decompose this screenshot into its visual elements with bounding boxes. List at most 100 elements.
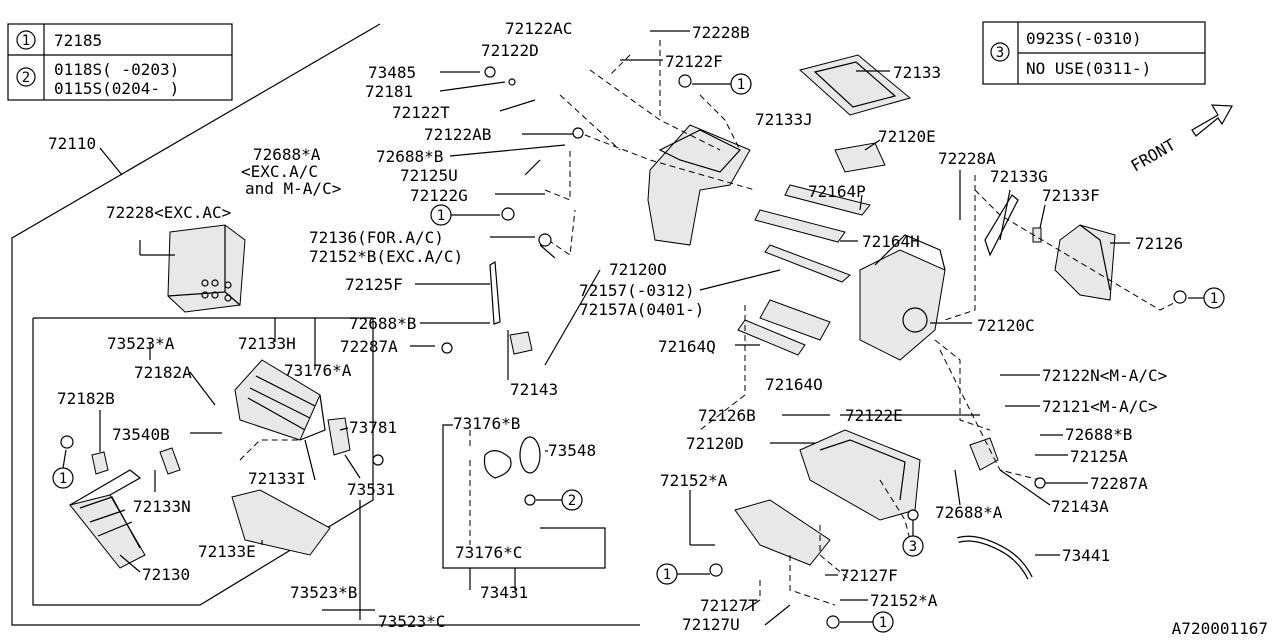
- part-label-72688B_r: 72688*B: [1065, 425, 1132, 444]
- upper-housing-72120O: [647, 124, 751, 246]
- part-label-72120C: 72120C: [977, 316, 1035, 335]
- seal-72164Q: [737, 319, 806, 356]
- part-label-72287A_r: 72287A: [1090, 474, 1148, 493]
- front-arrow-icon: [1191, 104, 1233, 137]
- part-label-72228A: 72228A: [938, 149, 996, 168]
- duct-72126: [1054, 224, 1116, 301]
- callout-1-e-text: 1: [663, 567, 671, 583]
- part-label-72688A_r: 72688*A: [935, 503, 1003, 522]
- diagram-code: A720001167: [1172, 619, 1268, 638]
- front-label: FRONT: [1128, 135, 1180, 176]
- fasteners: [60, 66, 1187, 629]
- legend-right: 3 0923S(-0310) NO USE(0311-): [982, 21, 1206, 85]
- legend-callout-1: [16, 30, 36, 50]
- heater-core-72130: [69, 469, 146, 569]
- clip-72133N: [159, 447, 181, 475]
- part-label-72688B_mid: 72688*B: [349, 314, 416, 333]
- bracket-72143A: [969, 437, 999, 471]
- legend-left: 1 72185 2 0118S( -0203) 0115S(0204- ): [7, 23, 233, 101]
- part-label-72152B: 72152*B(EXC.A/C): [309, 247, 463, 266]
- part-label-72152A_top: 72152*A: [660, 471, 728, 490]
- filter-72120E: [834, 142, 886, 173]
- legend-num-2: 2: [22, 70, 30, 86]
- callout-1-d-text: 1: [59, 471, 67, 487]
- part-label-73531: 73531: [347, 480, 395, 499]
- legend-text-2b: 0115S(0204- ): [54, 79, 179, 98]
- part-label-73781: 73781: [349, 418, 397, 437]
- part-label-72127U: 72127U: [682, 615, 740, 634]
- part-label-72122G: 72122G: [410, 186, 468, 205]
- assembly-dashed-lines: [239, 40, 1181, 606]
- part-label-72228B: 72228B: [692, 23, 750, 42]
- legend-text-3b: NO USE(0311-): [1026, 59, 1151, 78]
- seal-72164H: [754, 209, 846, 243]
- part-label-73523A: 73523*A: [107, 334, 175, 353]
- part-label-72126: 72126: [1135, 234, 1183, 253]
- part-label-72164H: 72164H: [862, 232, 920, 251]
- part-label-72110: 72110: [48, 134, 96, 153]
- part-label-73540B: 73540B: [112, 425, 170, 444]
- part-label-73523B: 73523*B: [290, 583, 357, 602]
- part-label-72133E: 72133E: [198, 542, 256, 561]
- callout-1-a-text: 1: [737, 77, 745, 93]
- filter-lid-72133: [798, 54, 912, 116]
- callouts: 1 1 1 1 2 3 1 1: [52, 73, 1225, 633]
- bracket-72143: [509, 331, 533, 355]
- callout-1-b-text: 1: [437, 208, 445, 224]
- part-label-72125U: 72125U: [400, 166, 458, 185]
- housing-72120C: [859, 234, 946, 361]
- part-label-72688A_top: 72688*A: [253, 145, 321, 164]
- legend-text-2a: 0118S( -0203): [54, 60, 179, 79]
- part-label-72133J: 72133J: [755, 110, 813, 129]
- part-label-72157: 72157(-0312): [579, 281, 695, 300]
- part-label-72143: 72143: [510, 380, 558, 399]
- rod-72125F: [489, 260, 501, 325]
- part-label-72122N: 72122N<M-A/C>: [1042, 366, 1167, 385]
- part-label-72164P: 72164P: [808, 182, 866, 201]
- part-label-72164O: 72164O: [765, 375, 823, 394]
- part-label-72125A: 72125A: [1070, 447, 1128, 466]
- valve-73531: [327, 417, 351, 456]
- rod-72133G: [984, 194, 1019, 257]
- legend-num-1: 1: [22, 33, 30, 49]
- part-label-72181: 72181: [365, 82, 413, 101]
- part-label-72228EXC: 72228<EXC.AC>: [106, 203, 231, 222]
- callout-2-text: 2: [568, 493, 576, 509]
- assembly-outline: [11, 23, 640, 626]
- fitting-73176: [483, 450, 512, 479]
- seal-73548: [519, 436, 541, 474]
- part-label-72122AB: 72122AB: [424, 125, 491, 144]
- part-label-73548: 73548: [548, 441, 596, 460]
- part-label-72182A: 72182A: [134, 363, 192, 382]
- part-label-72133F: 72133F: [1042, 186, 1100, 205]
- part-label-72152A_bot: 72152*A: [870, 591, 938, 610]
- part-label-72164Q: 72164Q: [658, 337, 716, 356]
- leader-lines: [99, 30, 1130, 626]
- bracket-72127F: [734, 499, 831, 566]
- part-label-72182B: 72182B: [57, 389, 115, 408]
- part-label-72121: 72121<M-A/C>: [1042, 397, 1158, 416]
- part-label-72133G: 72133G: [990, 167, 1048, 186]
- part-label-72122D: 72122D: [481, 41, 539, 60]
- part-label-72127T: 72127T: [700, 596, 758, 615]
- legend-callout-3: [990, 42, 1010, 62]
- part-label-72143A: 72143A: [1051, 497, 1109, 516]
- part-label-72122E: 72122E: [845, 406, 903, 425]
- part-label-73485: 73485: [368, 63, 416, 82]
- part-label-73176C: 73176*C: [455, 543, 522, 562]
- part-label-73176A: 73176*A: [284, 361, 352, 380]
- part-label-72120D: 72120D: [686, 434, 744, 453]
- seal-72157: [764, 244, 851, 283]
- part-label-73431: 73431: [480, 583, 528, 602]
- front-direction-indicator: FRONT: [1128, 104, 1233, 176]
- legend-callout-2: [16, 67, 36, 87]
- part-label-72688A_top3: and M-A/C>: [245, 179, 341, 198]
- part-label-72287A_mid: 72287A: [340, 337, 398, 356]
- callout-1-c-text: 1: [1210, 291, 1218, 307]
- seal-72164P: [784, 184, 871, 216]
- part-label-72122F: 72122F: [665, 52, 723, 71]
- part-label-72688B_top: 72688*B: [376, 147, 443, 166]
